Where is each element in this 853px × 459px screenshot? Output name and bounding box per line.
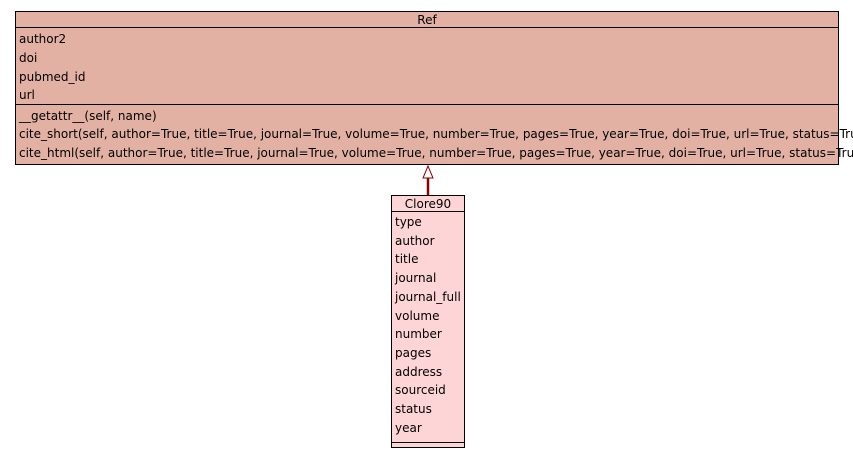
class-clore90-name: Clore90 [392, 196, 464, 212]
clore90-attribute: author [395, 233, 435, 248]
clore90-attribute: address [395, 364, 443, 379]
clore90-attribute: type [395, 215, 422, 229]
clore90-attribute: year [395, 420, 422, 435]
clore90-attribute: volume [395, 308, 440, 323]
ref-operation: cite_html(self, author=True, title=True,… [19, 145, 853, 160]
clore90-attribute: pages [395, 345, 432, 360]
inheritance-arrowhead-icon [422, 164, 434, 179]
class-clore90-attributes: type author title journal journal_full v… [392, 212, 464, 443]
ref-operation: __getattr__(self, name) [19, 109, 157, 123]
ref-attribute: doi [19, 50, 38, 65]
class-ref[interactable]: Ref author2 doi pubmed_id url __getattr_… [15, 11, 853, 165]
clore90-attribute: title [395, 252, 419, 267]
class-ref-operations: __getattr__(self, name) cite_short(self,… [16, 105, 853, 164]
clore90-attribute: journal_full [395, 289, 461, 304]
class-clore90-operations [392, 443, 464, 447]
clore90-attribute: journal [395, 271, 437, 286]
clore90-attribute: status [395, 402, 432, 417]
class-ref-name: Ref [16, 12, 838, 28]
ref-attribute: pubmed_id [19, 69, 86, 84]
ref-attribute: author2 [19, 32, 67, 46]
class-ref-attributes: author2 doi pubmed_id url [16, 28, 838, 105]
clore90-attribute: number [395, 327, 442, 342]
ref-attribute: url [19, 88, 35, 103]
clore90-attribute: sourceid [395, 383, 446, 398]
ref-operation: cite_short(self, author=True, title=True… [19, 127, 853, 142]
class-clore90[interactable]: Clore90 type author title journal journa… [391, 195, 465, 448]
